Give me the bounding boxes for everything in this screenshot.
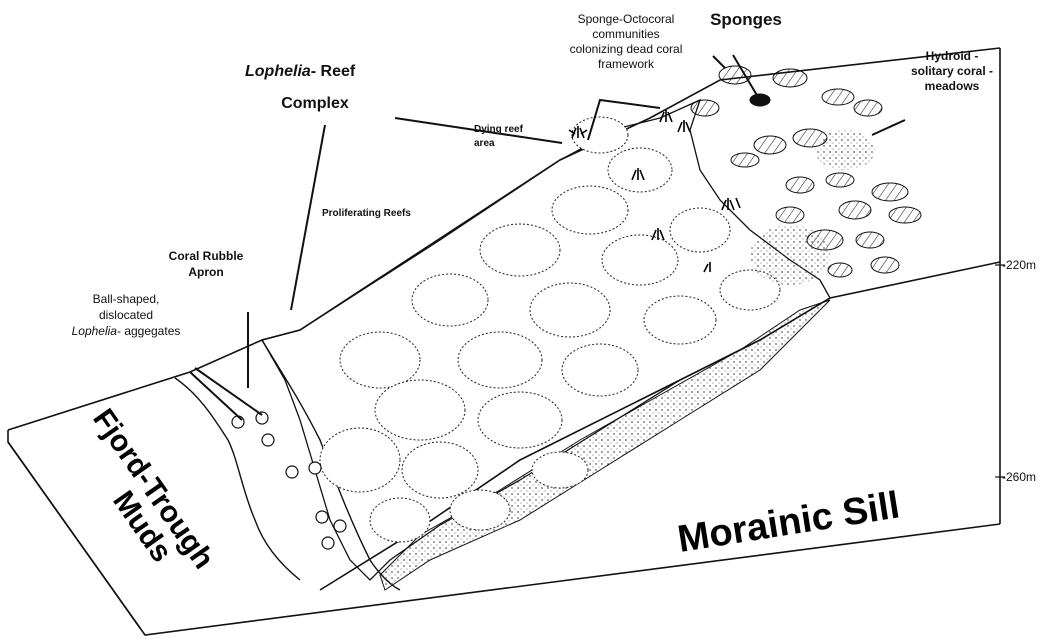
label-proliferating-reefs: Proliferating Reefs (322, 208, 411, 219)
label-sponges: Sponges (710, 10, 782, 29)
label-morainic-sill: Morainic Sill (675, 484, 903, 560)
label-ball-line1: Ball-shaped, (93, 292, 160, 306)
label-ball-suffix: - aggegates (117, 324, 180, 338)
label-reef-suffix: - Reef (311, 63, 356, 80)
label-ball-line3: Lophelia- aggegates (72, 324, 181, 338)
label-ball-lophelia-italic: Lophelia (72, 324, 118, 338)
label-sponge-octocoral-line1: Sponge-Octocoral (578, 12, 675, 26)
label-lophelia-italic: Lophelia (245, 63, 311, 80)
label-sponge-octocoral-line2: communities (592, 27, 659, 41)
reef-mounds (320, 117, 780, 542)
label-ball-line2: dislocated (99, 308, 153, 322)
label-coral-rubble-line2: Apron (188, 265, 223, 279)
label-sponge-octocoral-line3: colonizing dead coral (570, 42, 683, 56)
label-sponge-octocoral-line4: framework (598, 57, 655, 71)
label-dying-line2: area (474, 138, 495, 149)
label-depth-260: -260m (1002, 470, 1036, 484)
label-hydroid-line3: meadows (925, 79, 980, 93)
label-hydroid-line2: solitary coral - (911, 64, 993, 78)
label-coral-rubble-line1: Coral Rubble (169, 249, 244, 263)
label-depth-220: -220m (1002, 258, 1036, 272)
ball-aggregates (232, 412, 346, 549)
label-dying-line1: Dying reef (474, 124, 524, 135)
label-hydroid-line1: Hydroid - (926, 49, 979, 63)
label-lophelia-reef: Lophelia- Reef (245, 63, 356, 80)
label-complex: Complex (281, 95, 349, 112)
